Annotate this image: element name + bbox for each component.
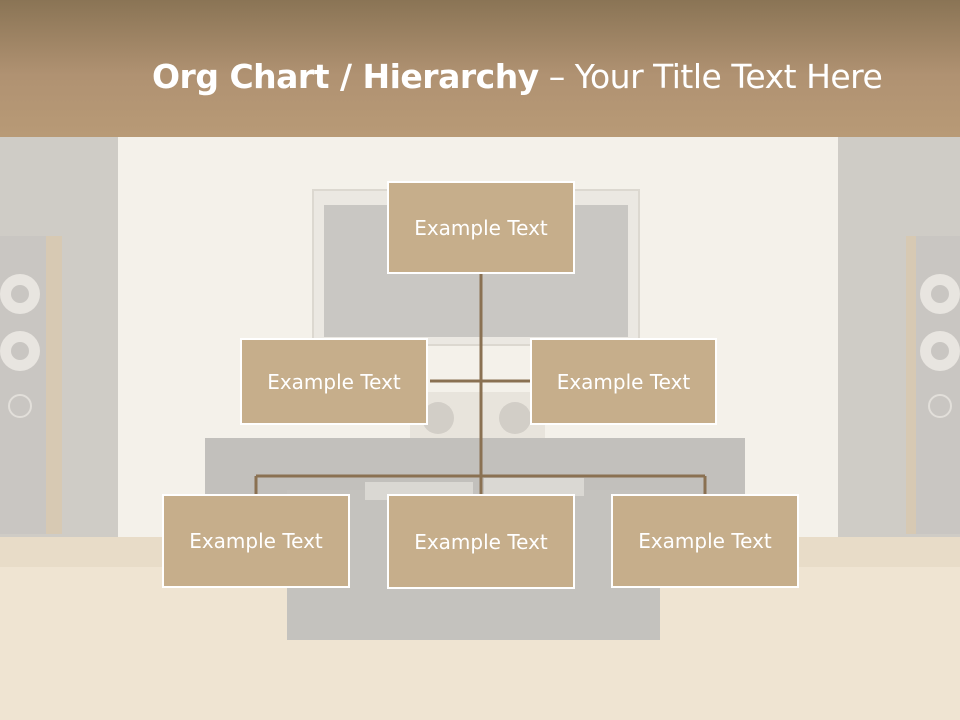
title-dash: – xyxy=(538,57,575,96)
org-box-level2-right[interactable]: Example Text xyxy=(530,338,717,425)
org-box-level2-left[interactable]: Example Text xyxy=(240,338,428,425)
title-bar xyxy=(0,0,960,137)
org-box-level3-left[interactable]: Example Text xyxy=(162,494,350,588)
slide-title[interactable]: Org Chart / Hierarchy – Your Title Text … xyxy=(152,52,883,102)
title-subtitle-part: Your Title Text Here xyxy=(574,57,883,96)
org-box-level3-right[interactable]: Example Text xyxy=(611,494,799,588)
org-box-level3-center[interactable]: Example Text xyxy=(387,494,575,589)
org-box-root[interactable]: Example Text xyxy=(387,181,575,274)
title-bold-part: Org Chart / Hierarchy xyxy=(152,57,539,96)
